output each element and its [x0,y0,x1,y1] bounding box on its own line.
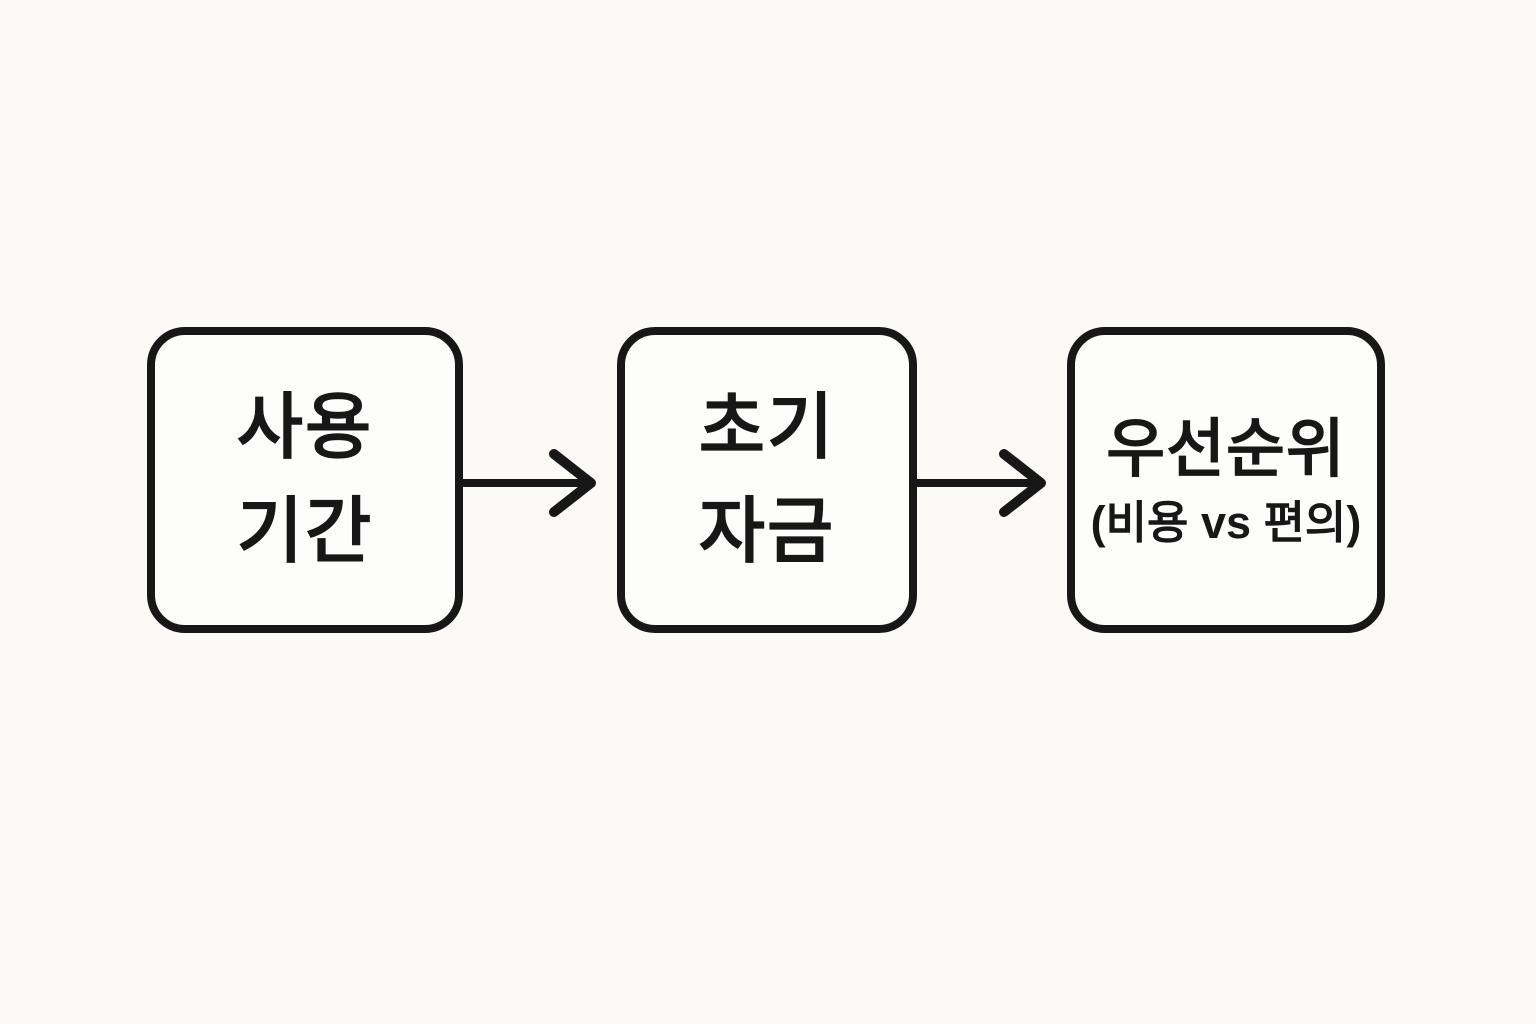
node-priority: 우선순위 (비용 vs 편의) [1067,327,1385,633]
node-usage-period-label-line-2: 기간 [236,492,374,572]
right-arrow-icon [912,449,1046,517]
right-arrow-icon [462,449,596,517]
node-initial-funds-label-line-1: 초기 [698,388,836,468]
node-initial-funds: 초기 자금 [617,327,917,633]
node-usage-period: 사용 기간 [147,327,463,633]
node-priority-title: 우선순위 [1106,413,1346,485]
node-usage-period-label-line-1: 사용 [236,388,374,468]
node-initial-funds-label-line-2: 자금 [698,492,836,572]
node-priority-subtitle: (비용 vs 편의) [1090,497,1362,548]
